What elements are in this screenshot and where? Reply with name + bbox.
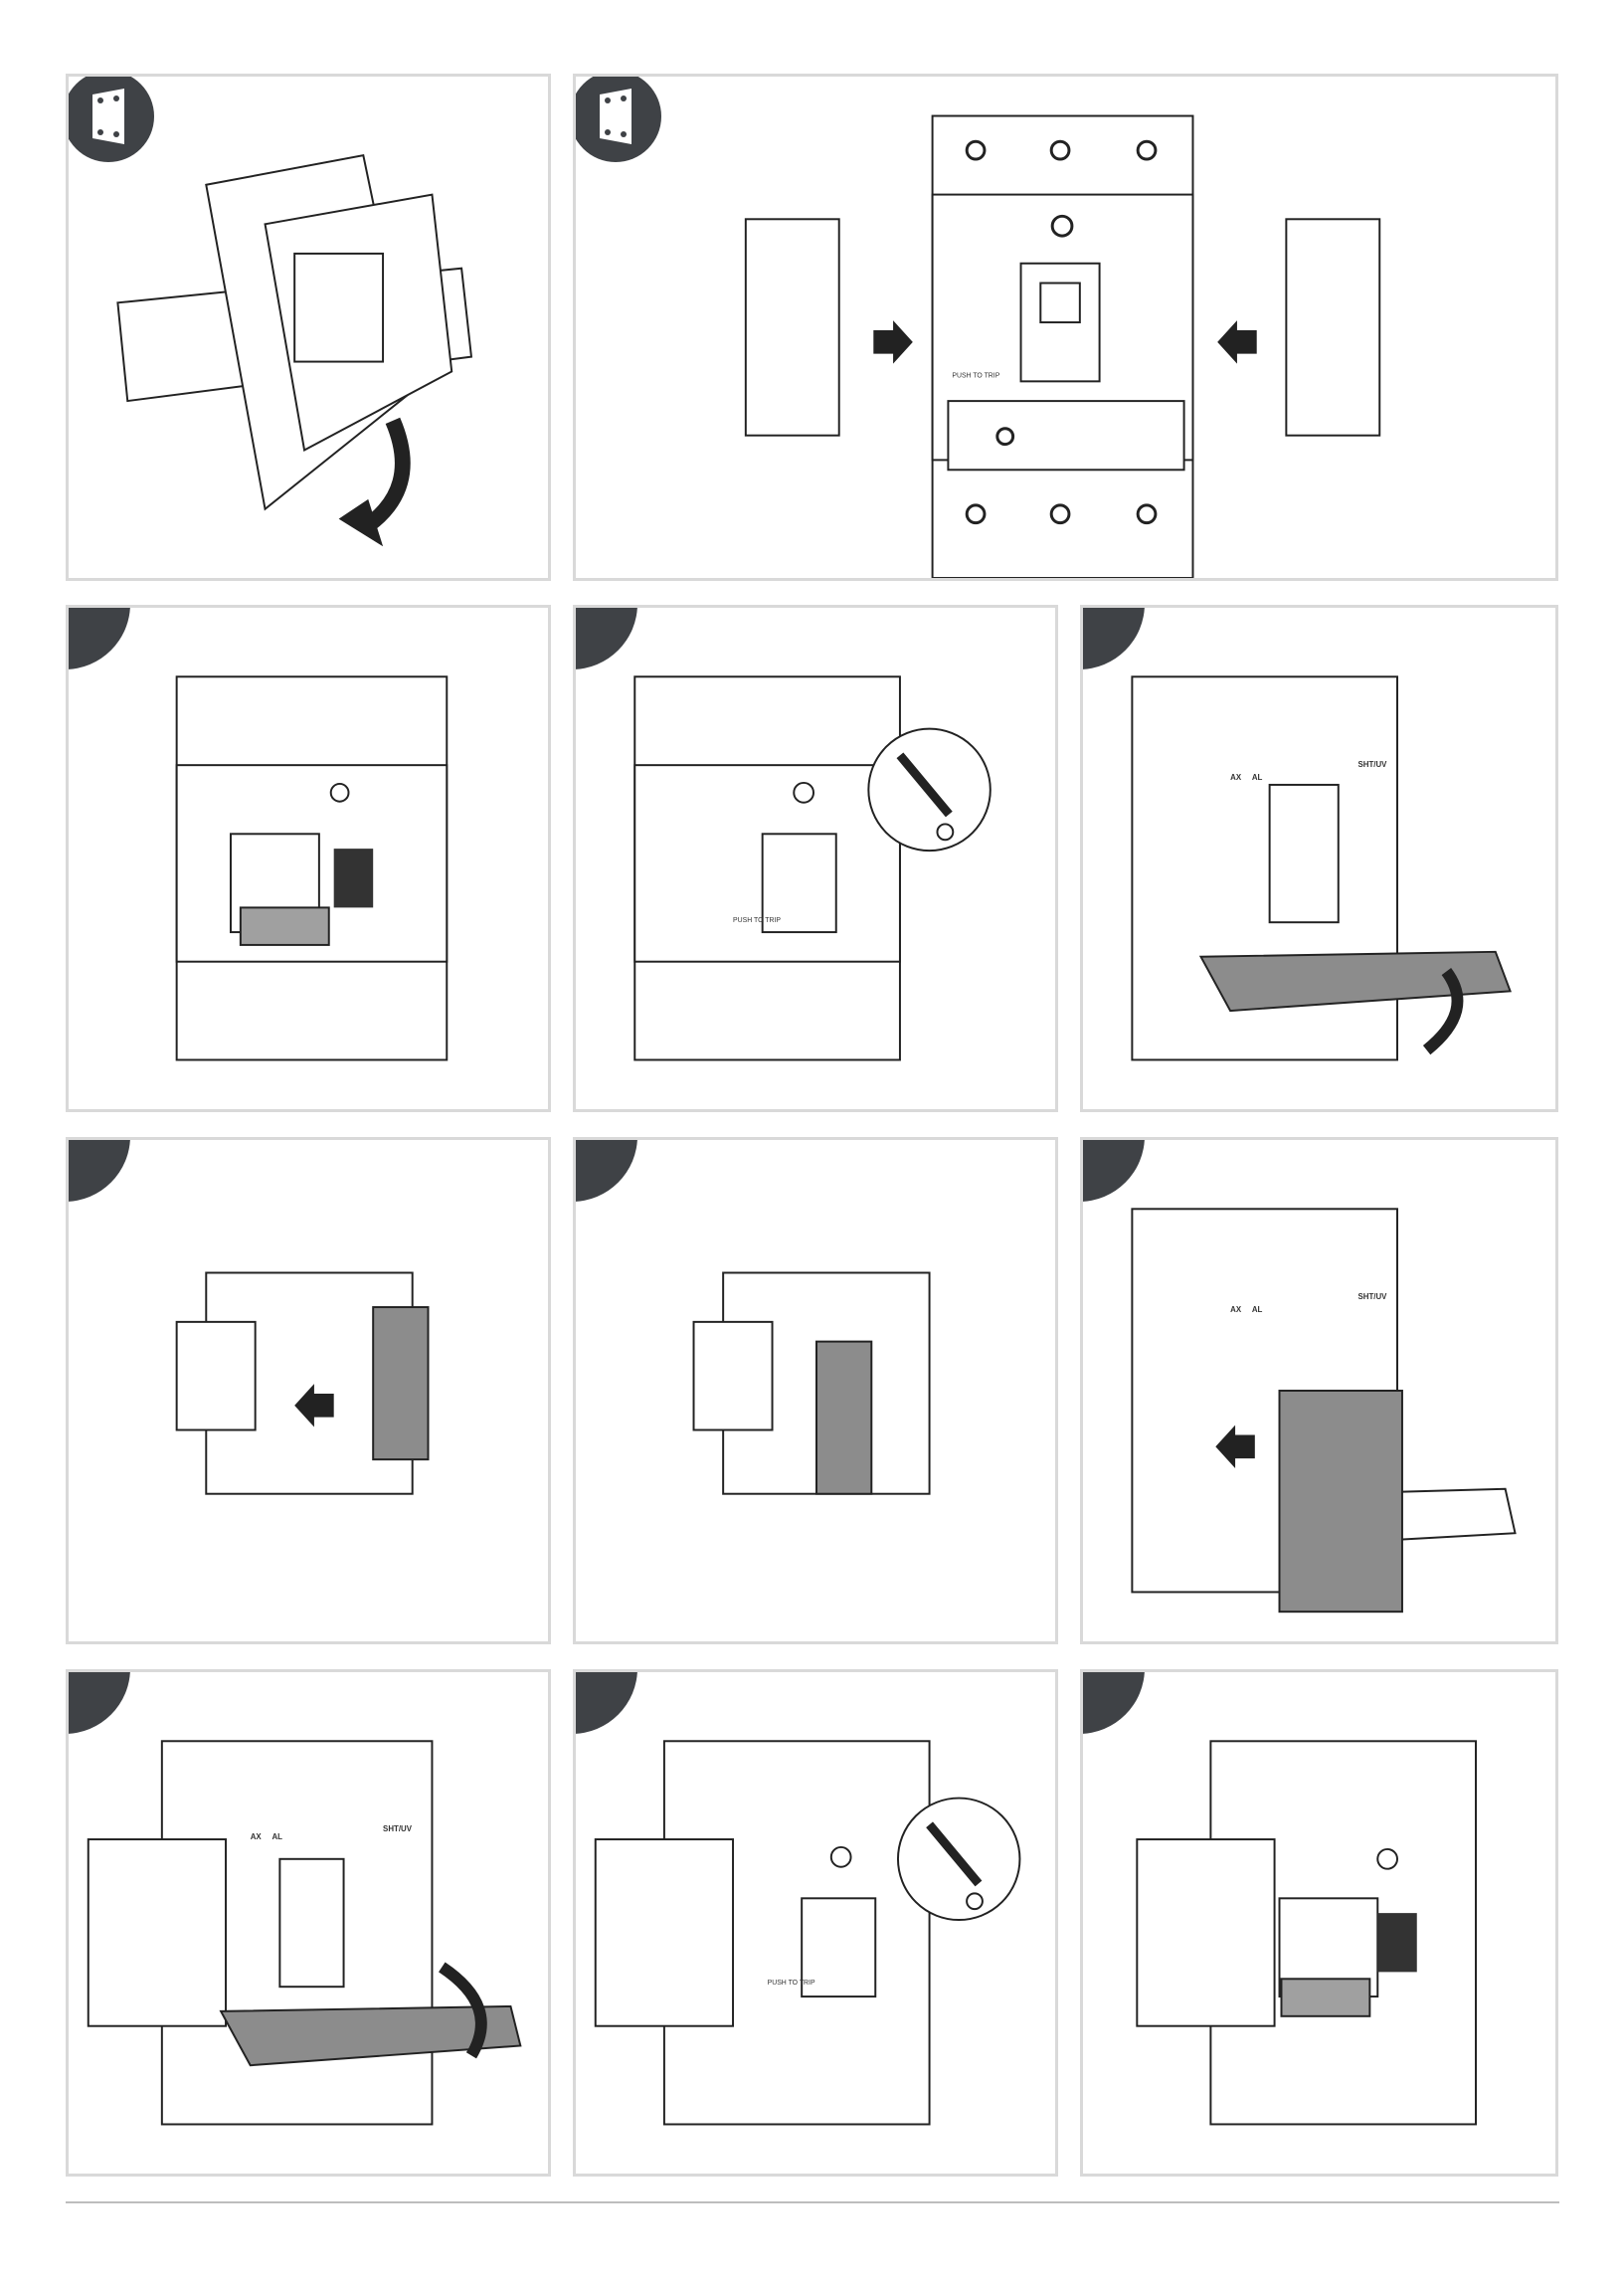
breaker-illustration: PUSH TO TRIP [576,1672,1055,2174]
open-cover [1201,952,1511,1011]
accessory-module [1280,1391,1402,1612]
accessory-plate-illustration [576,1140,1055,1641]
contact-shunt-label: SHT/UV [1358,1292,1388,1301]
contact-ax-label: AX [251,1832,263,1841]
panel-accessory-side-mount: PUSH TO TRIP [573,74,1558,581]
breaker-illustration: PUSH TO TRIP [576,608,1055,1109]
contact-shunt-label: SHT/UV [1358,760,1388,769]
push-to-trip-label: PUSH TO TRIP [768,1980,815,1987]
contact-ax-label: AX [1230,773,1242,782]
rating-label [1281,1979,1369,2016]
push-to-trip-label: PUSH TO TRIP [733,917,781,924]
arrow-right-icon [873,320,913,363]
push-to-trip-label: PUSH TO TRIP [952,372,999,379]
panel-step-tighten: PUSH TO TRIP [573,1669,1058,2177]
panel-din-rail-mount [66,74,551,581]
panel-step-open-cover: AX AL SHT/UV [1080,605,1558,1112]
panel-step-close-cover: AX AL SHT/UV [66,1669,551,2177]
contact-al-label: AL [1252,773,1263,782]
din-rail-illustration [69,77,548,578]
contact-al-label: AL [271,1832,282,1841]
breaker-illustration [1083,1672,1555,2174]
contact-ax-label: AX [1230,1305,1242,1314]
accessory-plate-illustration [69,1140,548,1641]
panel-step-insert-accessory: AX AL SHT/UV [1080,1137,1558,1644]
breaker-front-illustration: PUSH TO TRIP [576,77,1555,578]
panel-step-refit-label [1080,1669,1558,2177]
breaker-open-illustration: AX AL SHT/UV [1083,608,1555,1109]
arrow-left-icon [1217,320,1257,363]
panel-step-label-removal [66,605,551,1112]
footer-divider [66,2201,1559,2203]
contact-al-label: AL [1252,1305,1263,1314]
panel-step-unscrew: PUSH TO TRIP [573,605,1058,1112]
breaker-accessory-illustration: AX AL SHT/UV [1083,1140,1555,1641]
panel-step-remove-plate [66,1137,551,1644]
breaker-close-illustration: AX AL SHT/UV [69,1672,548,2174]
contact-shunt-label: SHT/UV [383,1824,413,1833]
breaker-illustration [69,608,548,1109]
rating-label [241,907,329,945]
panel-step-fit-plate [573,1137,1058,1644]
